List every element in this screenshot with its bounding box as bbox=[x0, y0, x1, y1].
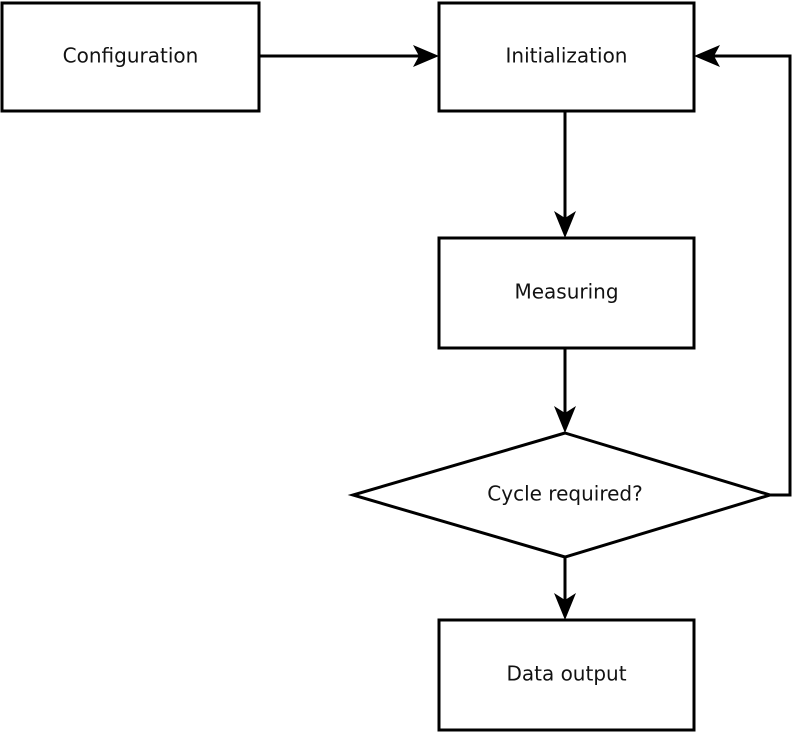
cycle-required-diamond[interactable] bbox=[347, 431, 776, 559]
edge-cycle-required-to-data-output bbox=[554, 557, 576, 620]
arrow-head-into-measuring bbox=[554, 211, 576, 238]
edge-line-feedback-loop bbox=[711, 54, 792, 497]
node-initialization[interactable]: Initialization bbox=[437, 1, 696, 113]
edge-measuring-to-cycle-required bbox=[554, 348, 576, 433]
edge-configuration-to-initialization bbox=[259, 45, 439, 67]
measuring-label: Measuring bbox=[514, 280, 618, 304]
initialization-box[interactable] bbox=[437, 1, 696, 113]
arrow-head-into-initialization-right bbox=[694, 45, 720, 67]
node-measuring[interactable]: Measuring bbox=[437, 236, 696, 350]
node-data-output[interactable]: Data output bbox=[437, 618, 696, 732]
arrow-head-into-initialization-left bbox=[413, 45, 439, 67]
data-output-label: Data output bbox=[506, 662, 626, 686]
arrow-head-into-data-output bbox=[554, 593, 576, 620]
initialization-label: Initialization bbox=[506, 44, 628, 68]
node-cycle-required[interactable]: Cycle required? bbox=[347, 431, 776, 559]
node-configuration[interactable]: Configuration bbox=[0, 1, 261, 113]
edge-initialization-to-measuring bbox=[554, 111, 576, 238]
configuration-box[interactable] bbox=[0, 1, 261, 113]
data-output-box[interactable] bbox=[437, 618, 696, 732]
edge-cycle-required-feedback-to-initialization bbox=[694, 45, 792, 497]
configuration-label: Configuration bbox=[63, 44, 199, 68]
arrow-head-into-cycle-required bbox=[554, 406, 576, 433]
cycle-required-label: Cycle required? bbox=[487, 482, 642, 506]
measuring-box[interactable] bbox=[437, 236, 696, 350]
